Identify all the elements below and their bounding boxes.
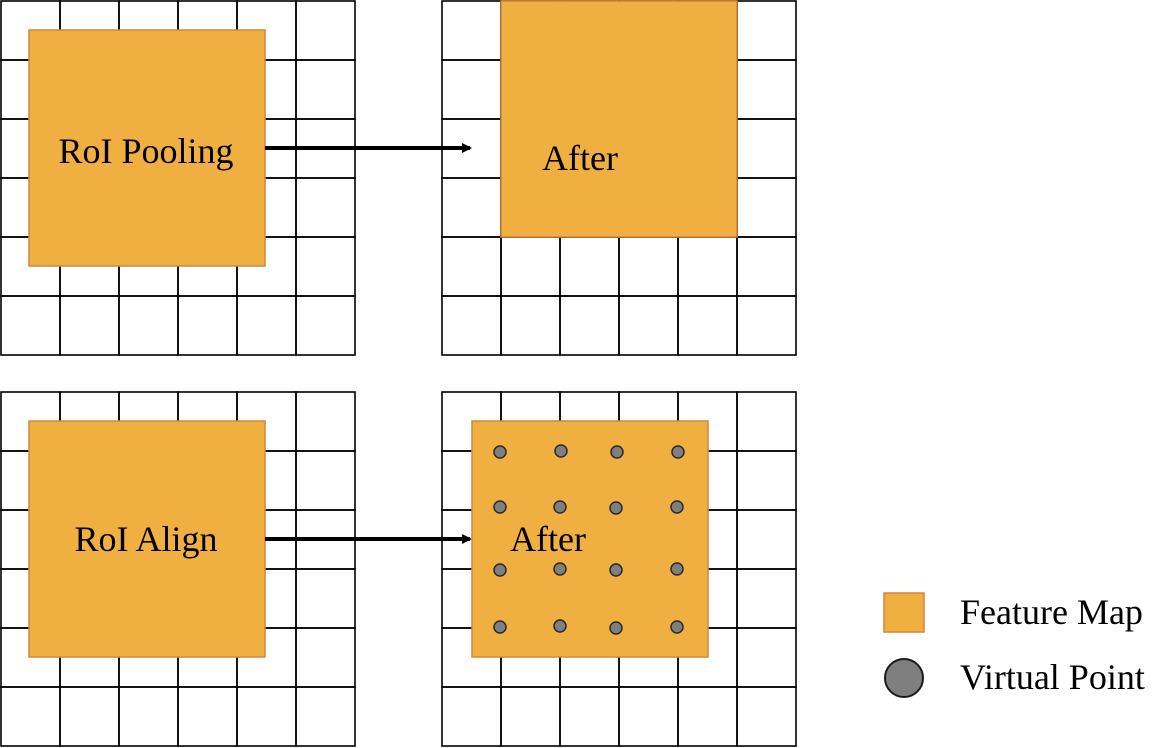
grid-cell — [677, 686, 738, 747]
grid-cell — [441, 686, 502, 747]
virtual-point — [670, 500, 684, 514]
grid-cell — [295, 295, 356, 356]
grid-cell — [736, 295, 797, 356]
virtual-point — [670, 620, 684, 634]
grid-cell — [295, 568, 356, 629]
grid-cell — [618, 236, 679, 297]
grid-cell — [441, 236, 502, 297]
virtual-point — [554, 444, 568, 458]
grid-cell — [295, 686, 356, 747]
virtual-point — [670, 562, 684, 576]
virtual-point — [493, 445, 507, 459]
grid-cell — [500, 295, 561, 356]
grid-cell — [177, 295, 238, 356]
grid-cell — [295, 177, 356, 238]
pooling-input-label: RoI Pooling — [58, 131, 233, 171]
grid-cell — [295, 627, 356, 688]
grid-cell — [736, 391, 797, 452]
grid-cell — [500, 686, 561, 747]
legend-virtual-point-swatch — [884, 658, 924, 698]
align-input-label: RoI Align — [74, 519, 217, 559]
grid-cell — [736, 59, 797, 120]
grid-cell — [618, 295, 679, 356]
grid-cell — [559, 295, 620, 356]
pooling-output-feature-map — [500, 0, 738, 238]
align-output-feature-map — [471, 420, 709, 658]
grid-cell — [236, 686, 297, 747]
grid-cell — [118, 295, 179, 356]
grid-cell — [0, 686, 61, 747]
virtual-point — [553, 619, 567, 633]
virtual-point — [553, 562, 567, 576]
pooling-output-panel: After — [441, 0, 797, 356]
virtual-point — [609, 501, 623, 515]
grid-cell — [559, 236, 620, 297]
grid-cell — [295, 59, 356, 120]
grid-cell — [295, 450, 356, 511]
virtual-point — [493, 563, 507, 577]
grid-cell — [736, 509, 797, 570]
grid-cell — [295, 391, 356, 452]
pooling-input-panel: RoI Pooling — [0, 0, 356, 356]
legend-feature-map-swatch — [883, 592, 925, 633]
grid-cell — [118, 686, 179, 747]
grid-cell — [736, 450, 797, 511]
pooling-output-label: After — [542, 138, 618, 178]
grid-cell — [295, 0, 356, 61]
align-input-panel: RoI Align — [0, 391, 356, 747]
grid-cell — [559, 686, 620, 747]
legend-item-feature-map: Feature Map — [883, 592, 1143, 633]
grid-cell — [441, 0, 502, 61]
grid-cell — [677, 295, 738, 356]
grid-cell — [236, 295, 297, 356]
grid-cell — [677, 236, 738, 297]
grid-cell — [736, 568, 797, 629]
grid-cell — [736, 686, 797, 747]
grid-cell — [736, 177, 797, 238]
grid-cell — [618, 686, 679, 747]
grid-cell — [0, 295, 61, 356]
pooling-input-feature-map — [28, 29, 266, 267]
align-output-label: After — [510, 519, 586, 559]
legend-item-virtual-point: Virtual Point — [884, 657, 1145, 698]
grid-cell — [441, 177, 502, 238]
align-input-feature-map — [28, 420, 266, 658]
virtual-point — [553, 500, 567, 514]
grid-cell — [441, 59, 502, 120]
grid-cell — [500, 236, 561, 297]
grid-cell — [295, 236, 356, 297]
grid-cell — [177, 686, 238, 747]
virtual-point — [671, 445, 685, 459]
virtual-point — [609, 563, 623, 577]
legend: Feature Map Virtual Point — [883, 592, 1145, 698]
legend-feature-map-label: Feature Map — [960, 592, 1143, 632]
virtual-point — [493, 500, 507, 514]
virtual-point — [610, 445, 624, 459]
legend-virtual-point-label: Virtual Point — [960, 657, 1145, 697]
virtual-point — [493, 620, 507, 634]
grid-cell — [736, 0, 797, 61]
grid-cell — [736, 627, 797, 688]
grid-cell — [59, 295, 120, 356]
virtual-point — [609, 621, 623, 635]
align-output-panel: After — [441, 391, 797, 747]
grid-cell — [59, 686, 120, 747]
grid-cell — [736, 118, 797, 179]
grid-cell — [441, 295, 502, 356]
grid-cell — [736, 236, 797, 297]
virtual-points — [493, 444, 685, 635]
